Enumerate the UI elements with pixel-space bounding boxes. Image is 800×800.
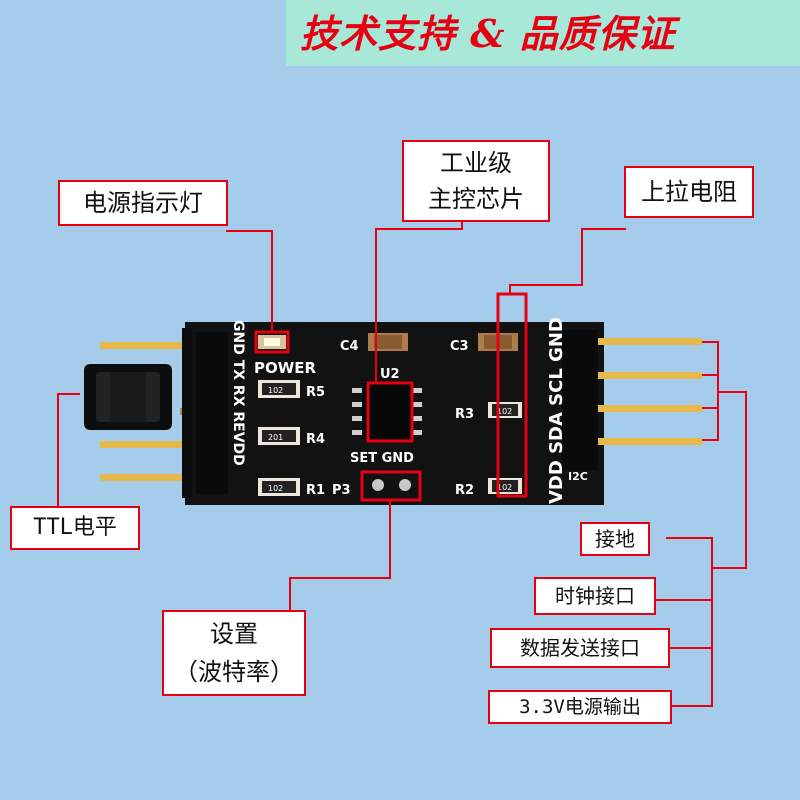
jumper-cap — [84, 364, 172, 430]
callout-lines — [57, 222, 747, 707]
r5-label: R5 — [306, 385, 325, 400]
i2c-label: I2C — [568, 470, 588, 483]
r3-label: R3 — [455, 407, 474, 422]
right-header-label: VDD SDA SCL GND — [546, 317, 567, 504]
resistor-code-r3: 102 — [497, 407, 512, 416]
callout-ttl-level: TTL电平 — [10, 506, 140, 550]
callout-main-chip: 工业级 主控芯片 — [402, 140, 550, 222]
callout-clock: 时钟接口 — [534, 577, 656, 615]
callout-power-out: 3.3V电源输出 — [488, 690, 672, 724]
callout-setting: 设置 （波特率） — [162, 610, 306, 696]
callout-setting-line2: （波特率） — [174, 658, 294, 686]
r1-label: R1 — [306, 483, 325, 498]
banner-title: 技术支持 & 品质保证 — [300, 11, 676, 56]
c4-label: C4 — [340, 339, 359, 354]
callout-data-send: 数据发送接口 — [490, 628, 670, 668]
left-header-label: GND TX RX REVDD — [230, 320, 246, 466]
right-pins — [598, 338, 702, 445]
u2-chip — [352, 383, 422, 439]
callout-main-chip-line1: 工业级 — [440, 149, 512, 177]
p3-label: P3 — [332, 483, 351, 498]
power-label: POWER — [254, 359, 317, 377]
set-gnd-label: SET GND — [350, 451, 414, 466]
u2-label: U2 — [380, 367, 400, 382]
r2-label: R2 — [455, 483, 474, 498]
c3-label: C3 — [450, 339, 469, 354]
callout-pullup: 上拉电阻 — [624, 166, 754, 218]
callout-ground: 接地 — [580, 522, 650, 556]
resistor-code-r4: 201 — [268, 433, 283, 442]
callout-main-chip-line2: 主控芯片 — [428, 185, 524, 213]
callout-setting-line1: 设置 — [210, 620, 258, 648]
resistor-code-r5: 102 — [268, 386, 283, 395]
r4-label: R4 — [306, 432, 325, 447]
resistor-code-r2: 102 — [497, 483, 512, 492]
resistor-code-r1: 102 — [268, 484, 283, 493]
callout-power-led: 电源指示灯 — [58, 180, 228, 226]
banner-background — [286, 0, 800, 66]
